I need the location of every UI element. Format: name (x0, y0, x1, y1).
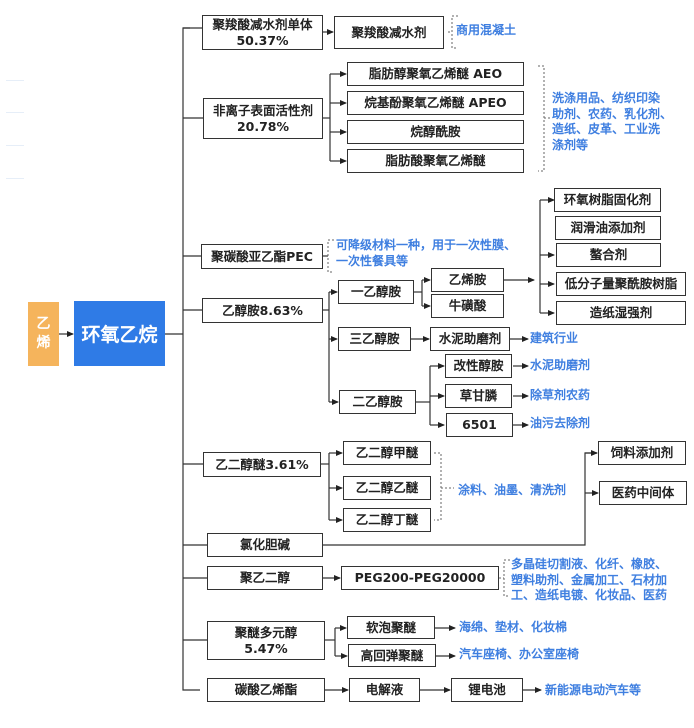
note-bracket (538, 65, 545, 172)
polyethylene-glycol-node: 聚乙二醇 (207, 566, 323, 590)
feed-additive-node: 饲料添加剂 (598, 441, 686, 465)
pce-monomer-node: 聚羧酸减水剂单体 50.37% (202, 15, 323, 50)
apeo-node: 烷基酚聚氧乙烯醚 APEO (347, 91, 524, 115)
chelating-agent-node: 螯合剂 (556, 243, 661, 267)
pharma-intermediate-node: 医药中间体 (599, 481, 687, 505)
pce-water-reducer-node: 聚羧酸减水剂 (334, 16, 444, 49)
ethylene-node: 乙 烯 (28, 302, 59, 366)
wet-strength-agent-node: 造纸湿强剂 (556, 301, 686, 325)
pec-node: 聚碳酸亚乙酯PEC (201, 244, 323, 269)
taurine-node: 牛磺酸 (431, 294, 504, 318)
triethanolamine-node: 三乙醇胺 (338, 327, 411, 351)
6501-node: 6501 (446, 413, 513, 437)
degreaser-note: 油污去除剂 (530, 416, 591, 430)
polyether-polyol-node: 聚醚多元醇 5.47% (207, 621, 325, 660)
ethylene-glycol-ethyl-ether-node: 乙二醇乙醚 (343, 476, 431, 500)
ev-application-note: 新能源电动汽车等 (545, 683, 642, 697)
polyamide-resin-node: 低分子量聚酰胺树脂 (556, 272, 686, 296)
seat-application-note: 汽车座椅、办公室座椅 (459, 647, 580, 661)
note-bracket (327, 239, 334, 273)
ethanolamine-node: 乙醇胺8.63% (202, 298, 323, 323)
foam-application-note: 海绵、垫材、化妆棉 (459, 620, 568, 634)
glyphosate-node: 草甘膦 (445, 384, 512, 408)
alkanolamide-node: 烷醇酰胺 (347, 120, 524, 144)
lubricant-additive-node: 润滑油添加剂 (555, 216, 661, 240)
nonionic-application-note: 洗涤用品、纺织印染 助剂、农药、乳化剂、 造纸、皮革、工业洗 涤剂等 (552, 91, 673, 152)
pec-application-note: 可降级材料一种，用于一次性膜、 一次性餐具等 (336, 238, 517, 268)
ethylene-carbonate-node: 碳酸乙烯酯 (207, 678, 325, 702)
construction-industry-note: 建筑行业 (530, 331, 579, 345)
background-gridline (6, 80, 24, 81)
background-gridline (6, 178, 24, 179)
fatty-acid-polyoxyethylene-ether-node: 脂肪酸聚氧乙烯醚 (347, 149, 524, 173)
glycol-ether-application-note: 涂料、油墨、清洗剂 (458, 483, 567, 497)
ethylene-glycol-methyl-ether-node: 乙二醇甲醚 (343, 441, 431, 465)
monoethanolamine-node: 一乙醇胺 (338, 280, 414, 304)
cement-aid-note: 水泥助磨剂 (530, 358, 591, 372)
lithium-battery-node: 锂电池 (451, 678, 523, 702)
note-bracket (503, 559, 510, 597)
glycol-ether-node: 乙二醇醚3.61% (203, 452, 321, 477)
main-trunk (182, 27, 200, 691)
peg-application-note: 多晶硅切割液、化纤、橡胶、 塑料助剂、金属加工、石材加 工、造纸电镀、化妆品、医… (511, 557, 668, 603)
ethyleneamine-node: 乙烯胺 (431, 268, 504, 292)
flexible-foam-polyether-node: 软泡聚醚 (347, 616, 435, 639)
epoxy-curing-agent-node: 环氧树脂固化剂 (554, 188, 661, 212)
background-gridline (6, 112, 24, 113)
choline-chloride-node: 氯化胆碱 (207, 533, 323, 557)
modified-alcohol-amine-node: 改性醇胺 (445, 354, 512, 378)
nonionic-surfactant-node: 非离子表面活性剂 20.78% (203, 98, 323, 139)
note-bracket (434, 452, 442, 521)
cement-grinding-aid-node: 水泥助磨剂 (430, 327, 510, 351)
diethanolamine-node: 二乙醇胺 (339, 390, 416, 414)
ethylene-glycol-butyl-ether-node: 乙二醇丁醚 (343, 508, 431, 532)
ethylene-oxide-root-node: 环氧乙烷 (74, 301, 165, 366)
pce-application-note: 商用混凝土 (456, 23, 517, 37)
peg-range-node: PEG200-PEG20000 (341, 566, 499, 590)
electrolyte-node: 电解液 (349, 678, 420, 702)
background-gridline (6, 145, 24, 146)
high-resilience-polyether-node: 高回弹聚醚 (348, 644, 436, 667)
aeo-node: 脂肪醇聚氧乙烯醚 AEO (347, 62, 524, 86)
herbicide-note: 除草剂农药 (530, 388, 591, 402)
